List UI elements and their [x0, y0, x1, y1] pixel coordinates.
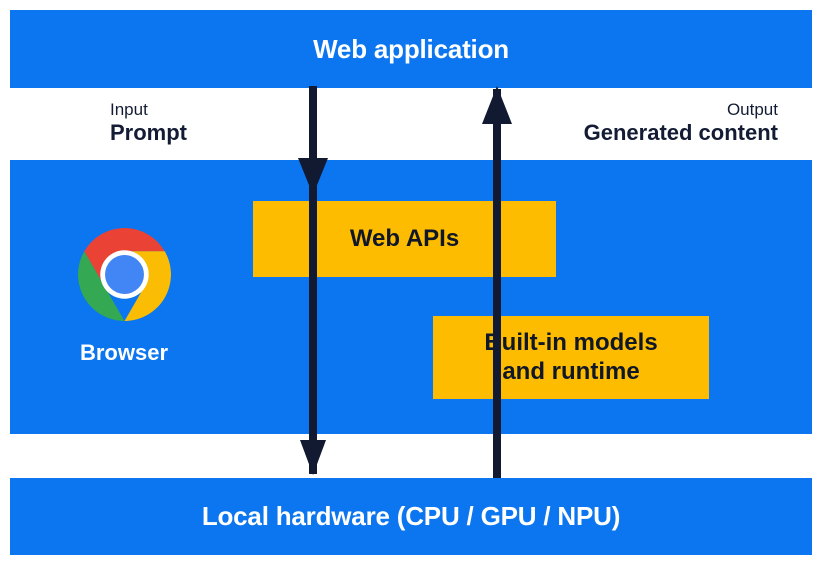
output-value: Generated content	[583, 120, 778, 146]
web-apis-label: Web APIs	[349, 224, 460, 252]
output-arrow-up-icon	[482, 86, 512, 478]
web-apis-box: Web APIs	[253, 201, 556, 277]
input-value: Prompt	[110, 120, 187, 146]
input-kicker: Input	[110, 100, 148, 119]
local-hardware-bar: Local hardware (CPU / GPU / NPU)	[10, 478, 812, 555]
browser-caption-label: Browser	[79, 340, 169, 365]
built-in-models-box: Built-in models and runtime	[433, 316, 709, 399]
chrome-logo-icon	[77, 227, 172, 322]
output-kicker: Output	[726, 100, 778, 119]
input-arrow-down-icon	[298, 86, 328, 475]
built-in-models-label: Built-in models and runtime	[484, 329, 657, 387]
output-flow-label: Output Generated content	[584, 100, 778, 146]
local-hardware-label: Local hardware (CPU / GPU / NPU)	[201, 501, 621, 531]
web-application-bar: Web application	[10, 10, 812, 88]
input-flow-label: Input Prompt	[110, 100, 187, 146]
built-in-models-line-1: Built-in models	[484, 328, 658, 356]
built-in-models-line-2: and runtime	[502, 357, 640, 385]
web-application-label: Web application	[313, 33, 509, 64]
